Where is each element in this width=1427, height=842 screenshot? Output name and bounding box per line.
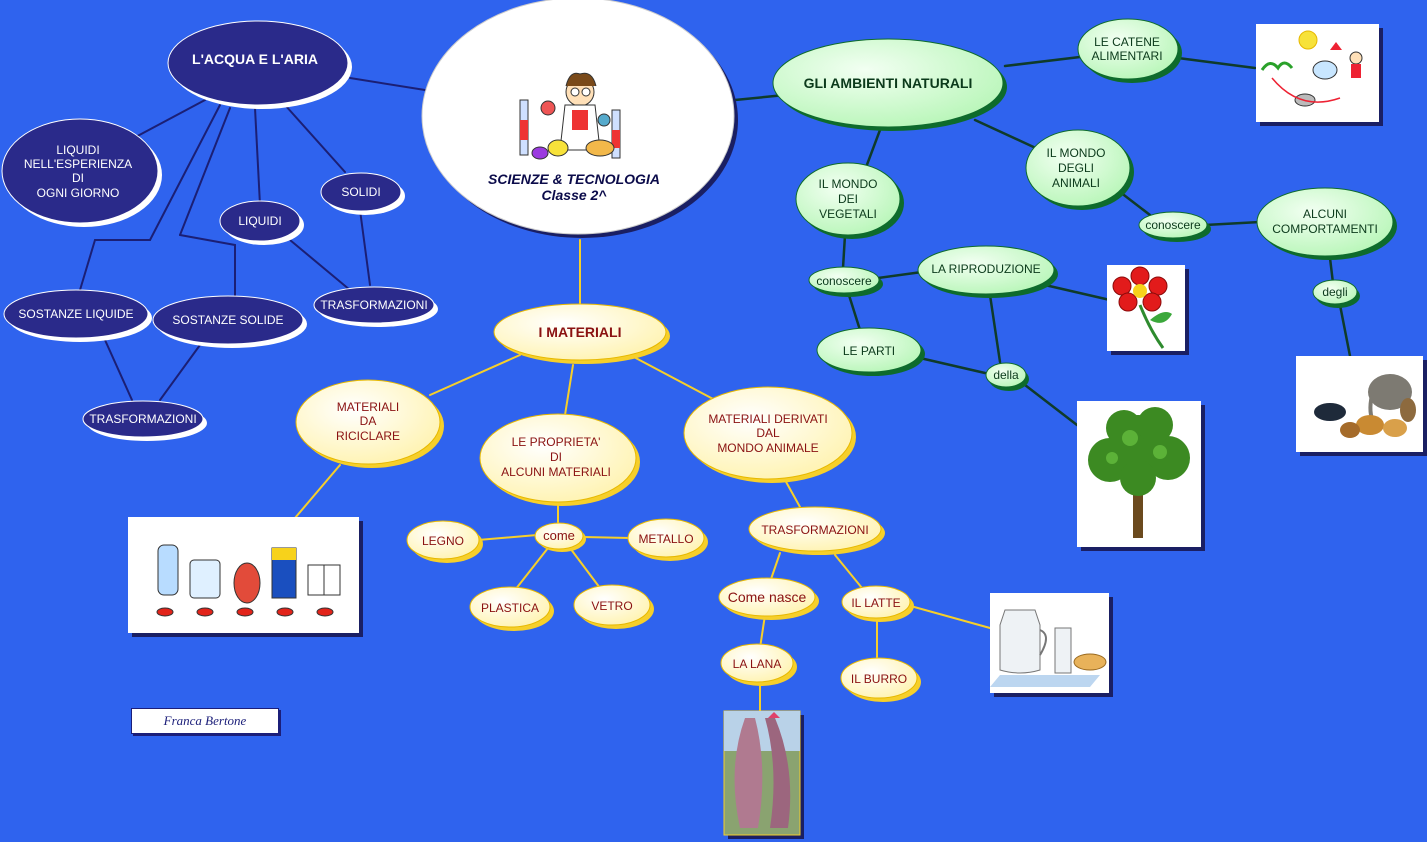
sostanze-liquide-label: SOSTANZE LIQUIDE	[18, 307, 133, 321]
node-conoscere-2[interactable]: conoscere	[808, 266, 883, 297]
milk-jug-icon	[990, 593, 1113, 697]
materiali-label: I MATERIALI	[539, 324, 622, 340]
mondo-vegetali-line1: IL MONDO	[819, 177, 878, 191]
catene-line2: ALIMENTARI	[1091, 49, 1162, 63]
node-sostanze-liquide[interactable]: SOSTANZE LIQUIDE	[3, 289, 152, 342]
animale-line1: MATERIALI DERIVATI	[708, 412, 827, 426]
mondo-animali-line2: DEGLI	[1058, 161, 1094, 175]
riciclare-line2: DA	[360, 414, 377, 428]
node-metallo[interactable]: METALLO	[627, 518, 708, 561]
node-il-burro[interactable]: IL BURRO	[840, 657, 921, 702]
wool-skein-icon	[723, 710, 804, 839]
node-proprieta[interactable]: LE PROPRIETA' DI ALCUNI MATERIALI	[479, 413, 640, 506]
le-parti-label: LE PARTI	[843, 344, 895, 358]
node-trasformazioni-1[interactable]: TRASFORMAZIONI	[313, 286, 438, 327]
il-latte-label: IL LATTE	[851, 596, 900, 610]
node-il-latte[interactable]: IL LATTE	[841, 585, 914, 622]
proprieta-line1: LE PROPRIETA'	[512, 435, 601, 449]
della-label: della	[993, 368, 1019, 382]
node-della[interactable]: della	[985, 362, 1029, 391]
trasformazioni-animale-label: TRASFORMAZIONI	[761, 523, 868, 537]
node-legno[interactable]: LEGNO	[406, 520, 483, 563]
liquidi-esperienza-line1: LIQUIDI	[56, 143, 99, 157]
riproduzione-label: LA RIPRODUZIONE	[931, 262, 1040, 276]
node-catene-alimentari[interactable]: LE CATENE ALIMENTARI	[1077, 18, 1182, 83]
sostanze-solide-label: SOSTANZE SOLIDE	[172, 313, 283, 327]
node-materiali-animale[interactable]: MATERIALI DERIVATI DAL MONDO ANIMALE	[683, 386, 856, 483]
acqua-aria-label: L'ACQUA E L'ARIA	[192, 51, 318, 67]
trasformazioni-1-label: TRASFORMAZIONI	[320, 298, 427, 312]
trasformazioni-2-label: TRASFORMAZIONI	[89, 412, 196, 426]
recycled-materials-cartoon-icon	[128, 517, 363, 637]
mondo-animali-line1: IL MONDO	[1047, 146, 1106, 160]
mondo-animali-line3: ANIMALI	[1052, 176, 1100, 190]
center-title-line1: SCIENZE & TECNOLOGIA	[488, 171, 660, 187]
connector-lines	[79, 55, 1352, 713]
node-trasformazioni-animale[interactable]: TRASFORMAZIONI	[748, 506, 885, 555]
center-title-line2: Classe 2^	[542, 187, 608, 203]
liquidi-esperienza-line2: NELL'ESPERIENZA	[24, 157, 132, 171]
food-chain-diagram-icon	[1256, 24, 1383, 126]
come-nasce-label: Come nasce	[728, 589, 807, 605]
animale-line2: DAL	[756, 426, 780, 440]
metallo-label: METALLO	[638, 532, 693, 546]
animals-group-icon	[1296, 356, 1427, 456]
plastica-label: PLASTICA	[481, 601, 539, 615]
liquidi-esperienza-line4: OGNI GIORNO	[37, 186, 120, 200]
come-label: come	[543, 528, 575, 543]
catene-line1: LE CATENE	[1094, 35, 1160, 49]
tree-icon	[1077, 401, 1205, 551]
node-le-parti[interactable]: LE PARTI	[816, 327, 925, 376]
scientist-icon	[519, 72, 621, 160]
flower-icon	[1107, 265, 1189, 355]
node-riproduzione[interactable]: LA RIPRODUZIONE	[917, 245, 1058, 298]
node-materiali-riciclare[interactable]: MATERIALI DA RICICLARE	[295, 379, 444, 468]
solidi-label: SOLIDI	[341, 185, 380, 199]
liquidi-esperienza-line3: DI	[72, 171, 84, 185]
node-come[interactable]: come	[534, 522, 586, 552]
il-burro-label: IL BURRO	[851, 672, 907, 686]
node-ambienti-naturali[interactable]: GLI AMBIENTI NATURALI	[772, 38, 1007, 131]
node-acqua-aria[interactable]: L'ACQUA E L'ARIA	[167, 20, 352, 109]
node-conoscere-1[interactable]: conoscere	[1138, 211, 1211, 242]
node-trasformazioni-2[interactable]: TRASFORMAZIONI	[82, 400, 207, 441]
node-mondo-vegetali[interactable]: IL MONDO DEI VEGETALI	[795, 162, 904, 239]
node-la-lana[interactable]: LA LANA	[720, 643, 797, 686]
conoscere-2-label: conoscere	[816, 274, 872, 288]
node-plastica[interactable]: PLASTICA	[469, 586, 554, 631]
node-come-nasce[interactable]: Come nasce	[718, 577, 819, 620]
mondo-vegetali-line2: DEI	[838, 192, 858, 206]
proprieta-line2: DI	[550, 450, 562, 464]
node-solidi[interactable]: SOLIDI	[320, 172, 405, 215]
riciclare-line3: RICICLARE	[336, 429, 400, 443]
node-degli[interactable]: degli	[1312, 279, 1360, 308]
node-mondo-animali[interactable]: IL MONDO DEGLI ANIMALI	[1025, 129, 1134, 210]
conoscere-1-label: conoscere	[1145, 218, 1201, 232]
legno-label: LEGNO	[422, 534, 464, 548]
node-liquidi[interactable]: LIQUIDI	[219, 200, 304, 245]
la-lana-label: LA LANA	[733, 657, 782, 671]
ambienti-naturali-label: GLI AMBIENTI NATURALI	[804, 75, 973, 91]
animale-line3: MONDO ANIMALE	[717, 441, 818, 455]
author-label: Franca Bertone	[131, 708, 279, 734]
degli-label: degli	[1322, 285, 1347, 299]
proprieta-line3: ALCUNI MATERIALI	[501, 465, 611, 479]
vetro-label: VETRO	[591, 599, 632, 613]
comportamenti-line2: COMPORTAMENTI	[1272, 222, 1378, 236]
node-sostanze-solide[interactable]: SOSTANZE SOLIDE	[152, 295, 307, 348]
node-vetro[interactable]: VETRO	[573, 584, 654, 629]
riciclare-line1: MATERIALI	[337, 400, 399, 414]
comportamenti-line1: ALCUNI	[1303, 207, 1347, 221]
mondo-vegetali-line3: VEGETALI	[819, 207, 877, 221]
node-liquidi-esperienza[interactable]: LIQUIDI NELL'ESPERIENZA DI OGNI GIORNO	[1, 118, 162, 227]
liquidi-label: LIQUIDI	[238, 214, 281, 228]
node-alcuni-comportamenti[interactable]: ALCUNI COMPORTAMENTI	[1256, 187, 1397, 260]
node-materiali[interactable]: I MATERIALI	[493, 303, 670, 364]
